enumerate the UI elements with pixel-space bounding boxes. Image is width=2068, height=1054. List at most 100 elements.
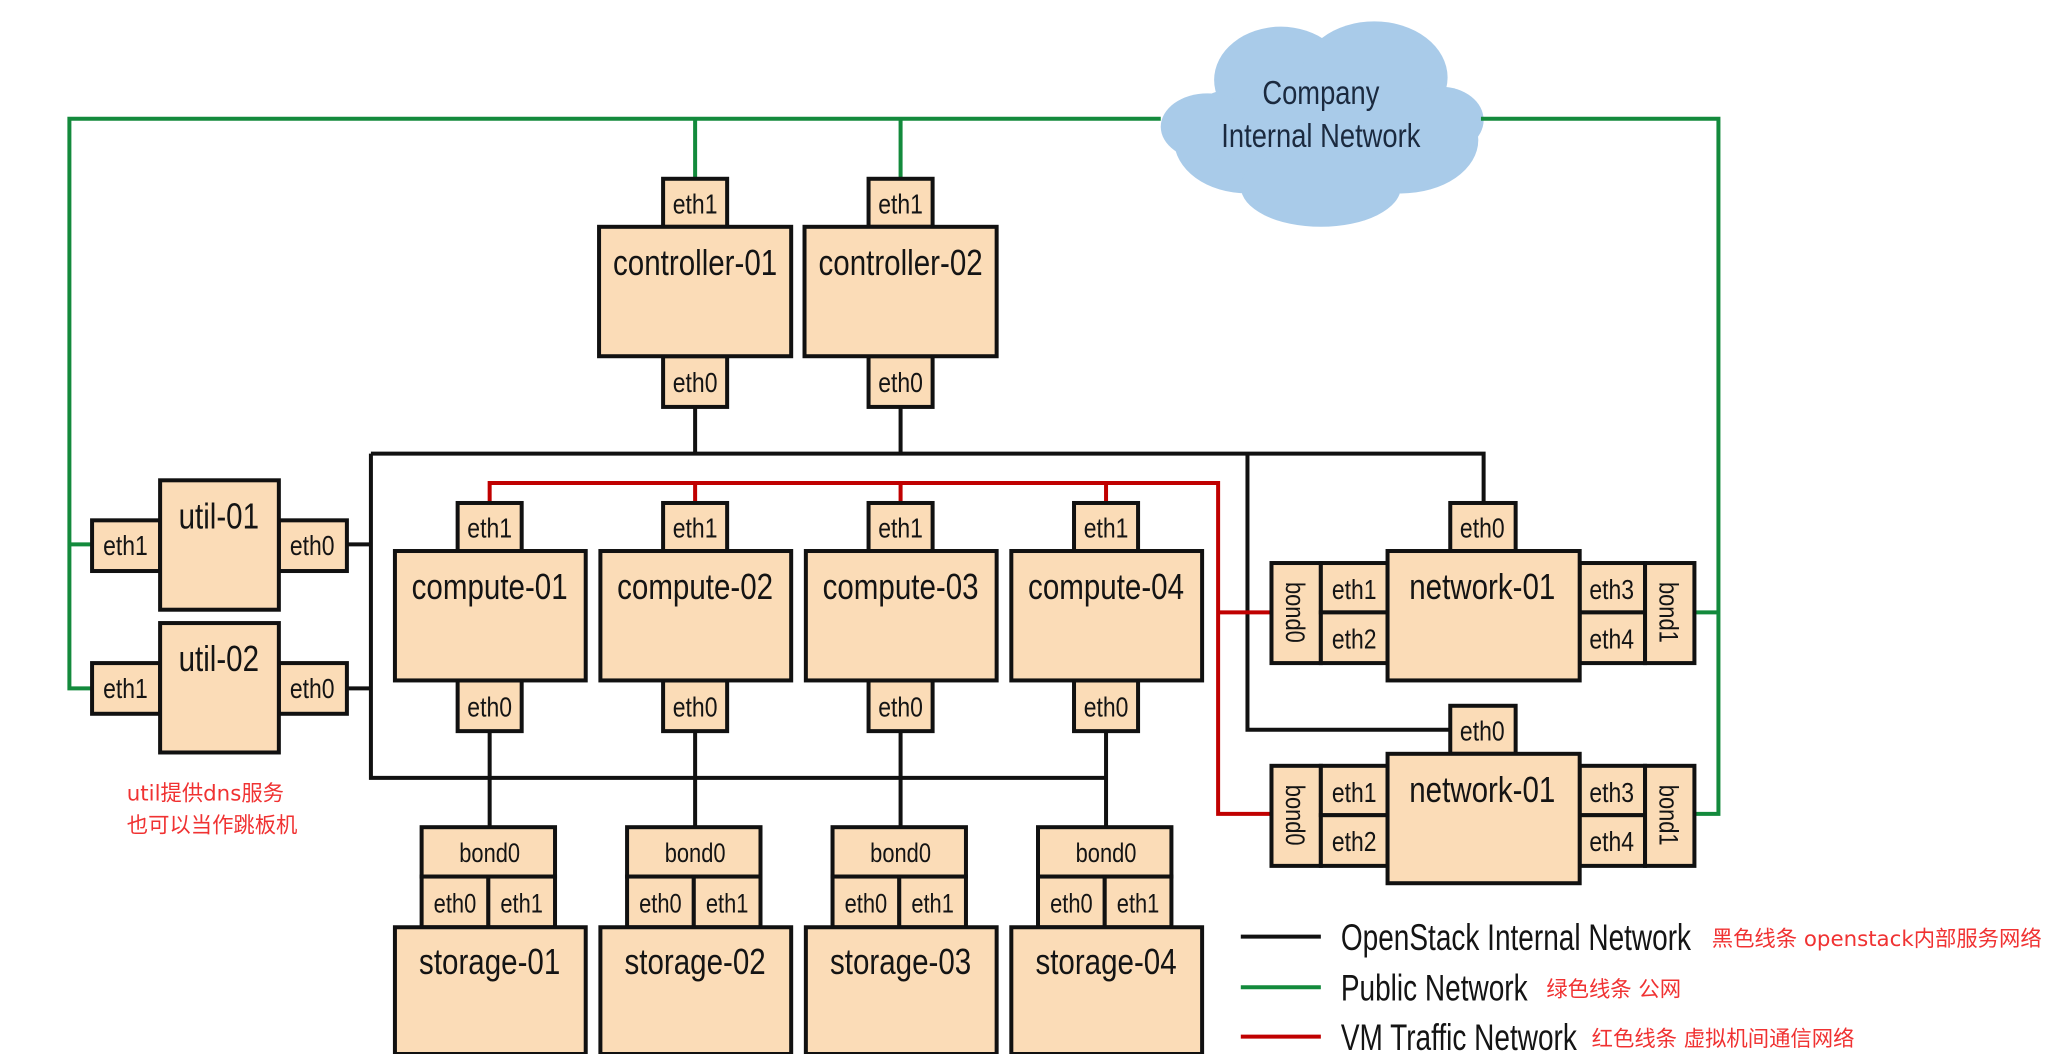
compute-node <box>598 549 794 683</box>
port-label: eth0 <box>845 890 888 920</box>
network-node <box>1385 549 1582 683</box>
bond0-port <box>625 825 763 879</box>
internal-network-wire <box>1245 453 1451 732</box>
port-label: eth3 <box>1589 778 1634 809</box>
port-eth1 <box>1072 500 1141 554</box>
bond0-port <box>830 825 968 879</box>
bond-label: bond0 <box>1076 839 1137 869</box>
port-label: eth1 <box>1084 514 1129 545</box>
nodes <box>90 176 1697 1054</box>
port-label: eth0 <box>1084 692 1129 723</box>
port-label: eth1 <box>878 514 923 545</box>
cloud-puff <box>1398 86 1484 154</box>
controller-node <box>802 224 999 359</box>
port-label: eth1 <box>103 674 148 705</box>
node-name: controller-02 <box>818 242 982 282</box>
port-eth1 <box>897 874 968 930</box>
port-label: eth3 <box>1589 575 1634 606</box>
port-eth0 <box>866 678 935 734</box>
bond-label: bond0 <box>1280 785 1310 846</box>
port-eth1 <box>661 176 730 229</box>
port-label: eth1 <box>467 514 512 545</box>
node-name: compute-02 <box>617 566 773 606</box>
legend-note: 绿色线条 公网 <box>1546 978 1681 1003</box>
legend-label: VM Traffic Network <box>1341 1016 1577 1054</box>
port-eth1 <box>691 874 763 930</box>
node-name: storage-03 <box>830 941 971 981</box>
port-eth3 <box>1577 561 1648 615</box>
legend-label: Public Network <box>1341 967 1528 1009</box>
port-label: eth1 <box>103 531 148 562</box>
bond-label: bond0 <box>870 839 931 869</box>
legend-note: 黑色线条 openstack内部服务网络 <box>1712 927 2042 952</box>
port-label: eth0 <box>878 692 923 723</box>
bond1-port <box>1643 561 1697 666</box>
bond-label: bond0 <box>665 839 726 869</box>
cloud-label-line2: Internal Network <box>1221 117 1421 154</box>
internal-network-wire <box>368 453 1107 780</box>
node-name: compute-03 <box>823 566 979 606</box>
compute-node <box>1009 549 1205 683</box>
port-eth0 <box>661 678 730 734</box>
vm-traffic-wire <box>487 480 1272 816</box>
compute-node <box>392 549 588 683</box>
port-label: eth1 <box>1117 890 1160 920</box>
util-node <box>158 478 281 612</box>
node-name: network-01 <box>1409 769 1555 809</box>
port-label: eth1 <box>878 189 923 220</box>
node-name: network-01 <box>1409 566 1555 606</box>
port-label: eth2 <box>1332 624 1377 655</box>
bond0-port <box>1269 763 1323 868</box>
cloud-label-line1: Company <box>1262 75 1380 112</box>
port-label: eth1 <box>673 189 718 220</box>
port-eth1 <box>455 500 524 554</box>
cloud-puff <box>1240 146 1401 227</box>
port-eth0 <box>455 678 524 734</box>
storage-node <box>392 925 588 1054</box>
port-label: eth0 <box>1050 890 1093 920</box>
port-eth1 <box>90 518 163 574</box>
port-label: eth0 <box>290 531 335 562</box>
port-label: eth0 <box>673 692 718 723</box>
port-eth2 <box>1318 610 1390 666</box>
port-eth0 <box>276 518 349 574</box>
port-label: eth0 <box>467 692 512 723</box>
internal-network-wire <box>370 451 1486 503</box>
port-eth0 <box>661 354 730 409</box>
port-label: eth0 <box>878 368 923 399</box>
node-name: compute-01 <box>412 566 568 606</box>
port-eth0 <box>276 661 349 716</box>
port-label: eth0 <box>1460 514 1505 545</box>
node-name: util-01 <box>179 496 259 536</box>
public-network-wire <box>67 116 1161 691</box>
legend-note: 红色线条 虚拟机间通信网络 <box>1592 1027 1855 1052</box>
port-eth2 <box>1318 813 1390 868</box>
node-name: controller-01 <box>613 242 777 282</box>
node-name: storage-02 <box>625 941 766 981</box>
node-name: util-02 <box>179 638 259 678</box>
legend-label: OpenStack Internal Network <box>1341 916 1692 958</box>
port-eth1 <box>1102 874 1174 930</box>
util-annotation-line2: 也可以当作跳板机 <box>127 814 298 839</box>
compute-node <box>803 549 999 683</box>
util-node <box>158 621 281 755</box>
port-eth0 <box>1448 703 1518 756</box>
storage-node <box>598 925 794 1054</box>
controller-node <box>597 224 794 359</box>
port-label: eth0 <box>673 368 718 399</box>
port-label: eth1 <box>1332 575 1377 606</box>
bond0-port <box>419 825 558 879</box>
port-label: eth1 <box>706 890 749 920</box>
bond-label: bond0 <box>1280 582 1310 643</box>
port-label: eth1 <box>500 890 543 920</box>
port-label: eth4 <box>1589 624 1634 655</box>
network-wires <box>67 116 1721 1039</box>
port-label: eth1 <box>1332 778 1377 809</box>
port-label: eth0 <box>639 890 682 920</box>
bond-label: bond0 <box>459 839 520 869</box>
node-name: compute-04 <box>1028 566 1184 606</box>
port-eth0 <box>419 874 491 930</box>
port-label: eth1 <box>911 890 954 920</box>
bond-label: bond1 <box>1653 785 1683 846</box>
